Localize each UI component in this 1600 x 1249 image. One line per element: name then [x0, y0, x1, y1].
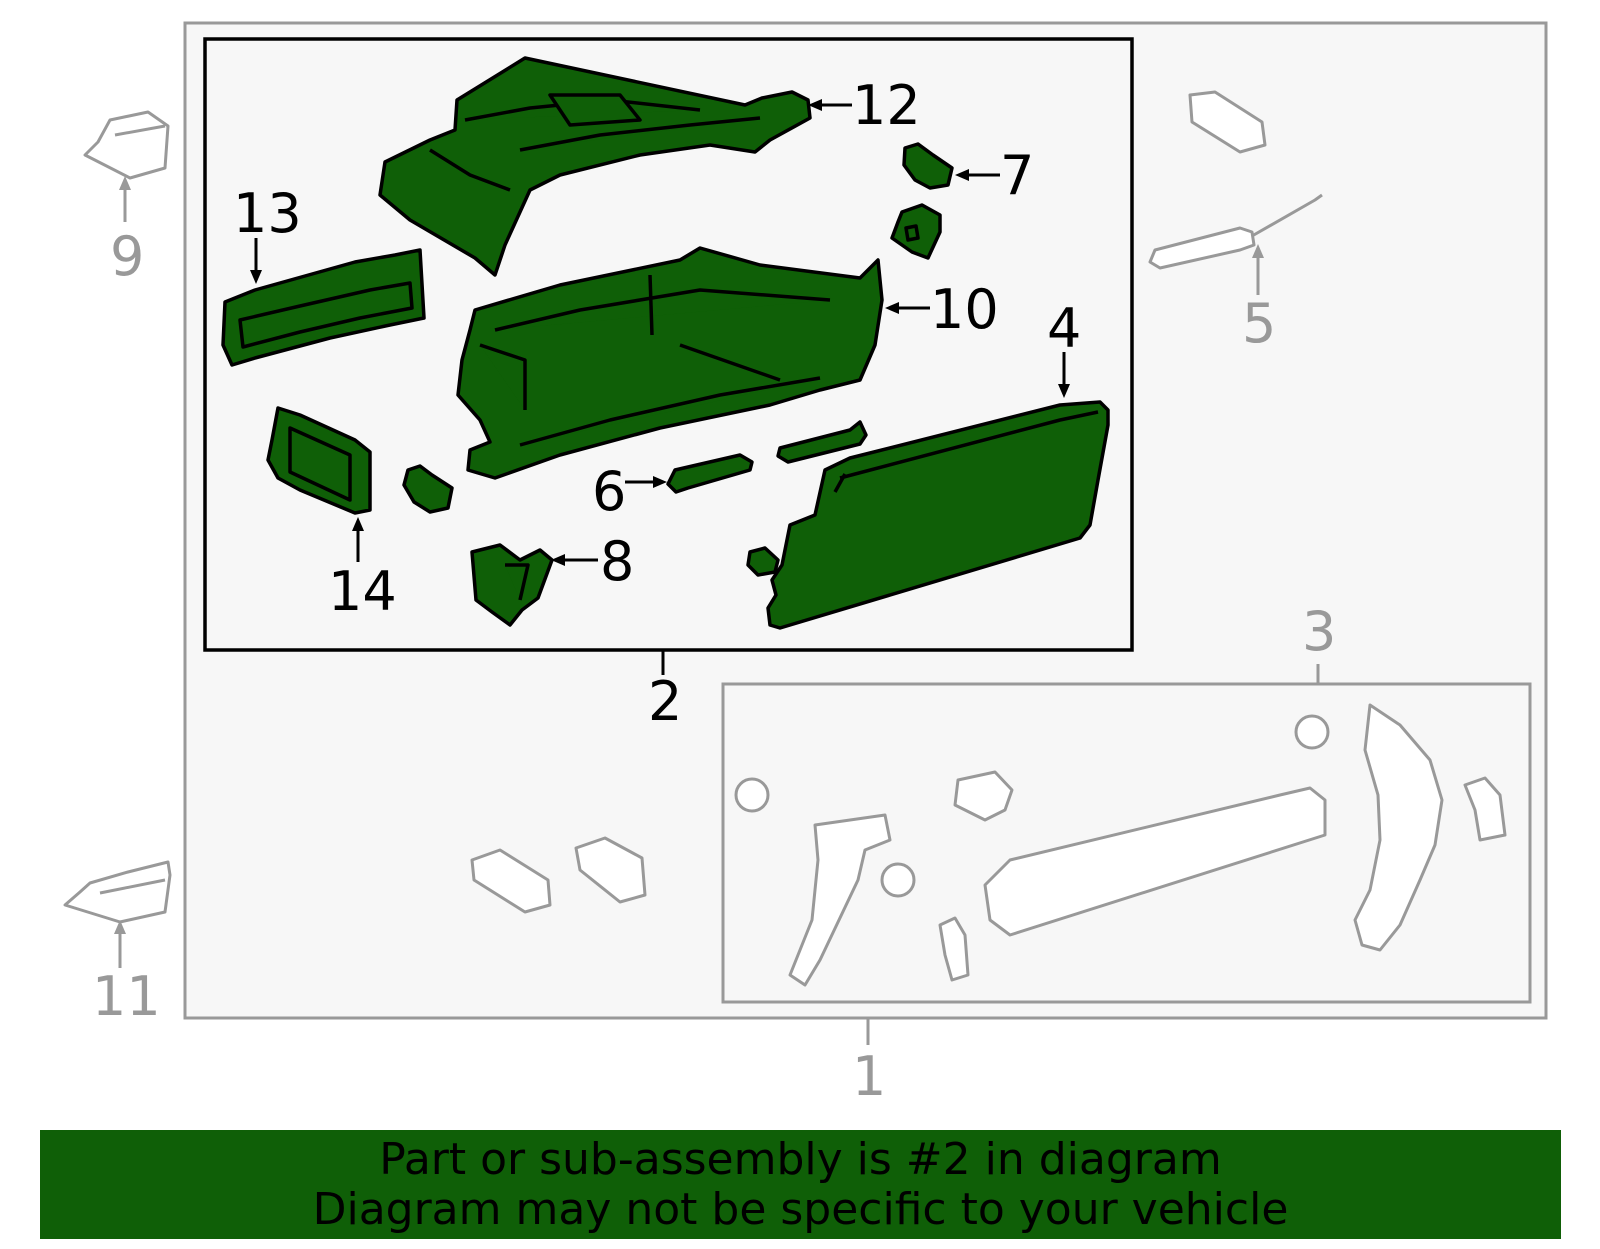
- part-8-latch[interactable]: [470, 543, 554, 627]
- part-5-damper[interactable]: [1148, 193, 1323, 270]
- callout-9: 9: [110, 225, 144, 288]
- part-3-airbag-module[interactable]: [734, 703, 1507, 987]
- callout-1: 1: [852, 1045, 886, 1108]
- leader-lines: [114, 99, 1320, 1045]
- part-10-glove-box-bin[interactable]: [456, 246, 884, 480]
- callout-7: 7: [1000, 144, 1034, 207]
- part-12-upper-housing[interactable]: [378, 56, 812, 277]
- callout-10: 10: [930, 278, 999, 341]
- callout-3: 3: [1302, 600, 1336, 663]
- part-7-bumper[interactable]: [902, 142, 954, 190]
- part-4-glove-box-door[interactable]: [746, 400, 1110, 630]
- callout-2: 2: [648, 670, 682, 733]
- callout-12: 12: [852, 74, 921, 137]
- notice-banner: Part or sub-assembly is #2 in diagram Di…: [40, 1130, 1561, 1239]
- callout-11: 11: [92, 965, 161, 1028]
- banner-line-1: Part or sub-assembly is #2 in diagram: [379, 1133, 1222, 1185]
- part-bumper-left[interactable]: [402, 464, 454, 514]
- callout-6: 6: [592, 460, 626, 523]
- callout-5: 5: [1242, 292, 1276, 355]
- callout-13: 13: [233, 182, 302, 245]
- part-14-end-panel[interactable]: [266, 406, 372, 515]
- part-11-clip[interactable]: [63, 860, 172, 924]
- callout-8: 8: [600, 530, 634, 593]
- callout-4: 4: [1047, 297, 1081, 360]
- part-bracket-upper-right[interactable]: [890, 203, 942, 260]
- part-6-pin[interactable]: [666, 420, 868, 494]
- part-9-clip[interactable]: [83, 110, 170, 180]
- part-clip-lower-b[interactable]: [574, 836, 647, 904]
- part-clip-lower-a[interactable]: [470, 848, 552, 914]
- part-13-side-panel[interactable]: [221, 248, 426, 367]
- part-clip-upper-right[interactable]: [1188, 90, 1267, 154]
- banner-line-2: Diagram may not be specific to your vehi…: [312, 1183, 1289, 1235]
- callout-14: 14: [328, 560, 397, 623]
